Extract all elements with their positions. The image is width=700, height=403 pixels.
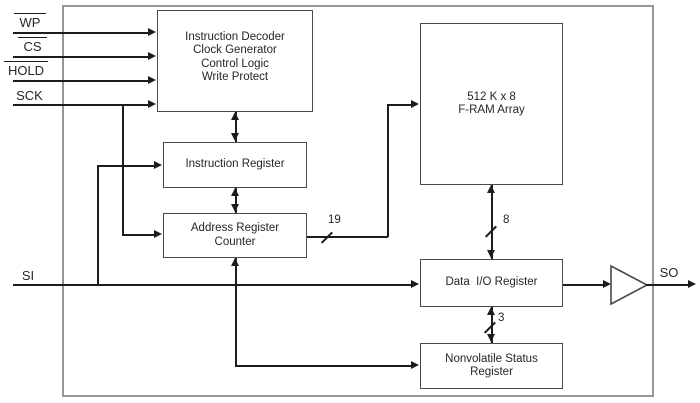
nv-status-register-block: Nonvolatile Status Register xyxy=(420,343,563,389)
sck-wire xyxy=(13,104,149,106)
cs-arrowhead-icon xyxy=(148,52,156,60)
decoder-text-line1: Instruction Decoder xyxy=(185,30,285,43)
data-bus-down-arrowhead-icon xyxy=(487,250,495,258)
fram-array-line2: F-RAM Array xyxy=(458,104,525,116)
decoder-instruction-register-bus-v xyxy=(235,112,237,142)
status-bus-width-label: 3 xyxy=(498,312,505,324)
address-register-counter-block: Address Register Counter xyxy=(163,213,307,258)
decoder-text-line3: Control Logic xyxy=(201,57,269,70)
so-arrowhead-icon xyxy=(688,280,696,288)
cs-pin-label: CS xyxy=(18,37,47,54)
si-to-address-register-wire-v xyxy=(235,258,237,366)
decoder-text-line2: Clock Generator xyxy=(193,44,277,56)
address-register-line2: Counter xyxy=(214,235,256,248)
hold-pin-label: HOLD xyxy=(4,61,48,78)
wp-arrowhead-icon xyxy=(148,28,156,36)
sck-pin-label: SCK xyxy=(16,88,43,103)
si-pin-label: SI xyxy=(21,268,35,283)
register-bus-down-arrowhead-icon xyxy=(231,204,239,212)
wp-pin-label: WP xyxy=(14,13,46,30)
instruction-register-label: Instruction Register xyxy=(185,158,285,171)
decoder-text-line4: Write Protect xyxy=(201,71,269,83)
si-to-dataio-arrowhead-icon xyxy=(411,280,419,288)
decoder-bus-up-arrowhead-icon xyxy=(231,112,239,120)
data-io-register-block: Data I/O Register xyxy=(420,259,563,307)
data-bus-up-arrowhead-icon xyxy=(487,185,495,193)
sck-to-address-register-arrowhead-icon xyxy=(154,230,162,238)
instruction-address-register-bus-v xyxy=(235,188,237,213)
address-bus-wire-v xyxy=(387,105,389,237)
cs-wire xyxy=(13,56,149,58)
sck-to-address-register-wire-v xyxy=(122,104,124,235)
data-bus-wire-v xyxy=(491,185,493,259)
si-wire xyxy=(13,284,412,286)
dataio-to-buffer-wire xyxy=(563,284,604,286)
instruction-decoder-block: Instruction Decoder Clock Generator Cont… xyxy=(157,10,313,112)
data-bus-width-label: 8 xyxy=(503,214,510,226)
fram-array-line1: 512 K x 8 xyxy=(467,90,516,103)
sck-to-address-register-wire-h xyxy=(122,234,155,236)
sck-arrowhead-icon xyxy=(148,100,156,108)
status-bus-down-arrowhead-icon xyxy=(487,334,495,342)
si-to-status-register-arrowhead-icon xyxy=(411,361,419,369)
chip-boundary xyxy=(62,5,654,397)
decoder-bus-down-arrowhead-icon xyxy=(231,133,239,141)
si-to-status-register-wire-h xyxy=(235,365,412,367)
hold-arrowhead-icon xyxy=(148,76,156,84)
nv-status-register-line2: Register xyxy=(470,366,513,378)
so-wire xyxy=(646,284,689,286)
address-bus-arrowhead-icon xyxy=(411,100,419,108)
wp-wire xyxy=(13,32,149,34)
address-bus-wire-h2 xyxy=(387,104,412,106)
si-to-instruction-register-wire-h xyxy=(97,165,155,167)
fram-array-block: 512 K x 8 F-RAM Array xyxy=(420,23,563,185)
address-bus-wire-h1 xyxy=(307,236,388,238)
output-buffer-icon xyxy=(610,264,649,306)
si-to-address-register-arrowhead-icon xyxy=(231,258,239,266)
address-register-line1: Address Register xyxy=(190,222,280,234)
address-bus-width-label: 19 xyxy=(328,214,341,226)
instruction-register-block: Instruction Register xyxy=(163,142,307,188)
si-to-instruction-register-wire-v xyxy=(97,165,99,285)
so-pin-label: SO xyxy=(659,265,679,280)
register-bus-up-arrowhead-icon xyxy=(231,188,239,196)
hold-wire xyxy=(13,80,149,82)
data-io-register-label: Data I/O Register xyxy=(445,276,538,289)
nv-status-register-line1: Nonvolatile Status xyxy=(445,352,538,365)
dataio-to-buffer-arrowhead-icon xyxy=(603,280,611,288)
status-bus-up-arrowhead-icon xyxy=(487,307,495,315)
si-to-instruction-register-arrowhead-icon xyxy=(154,161,162,169)
